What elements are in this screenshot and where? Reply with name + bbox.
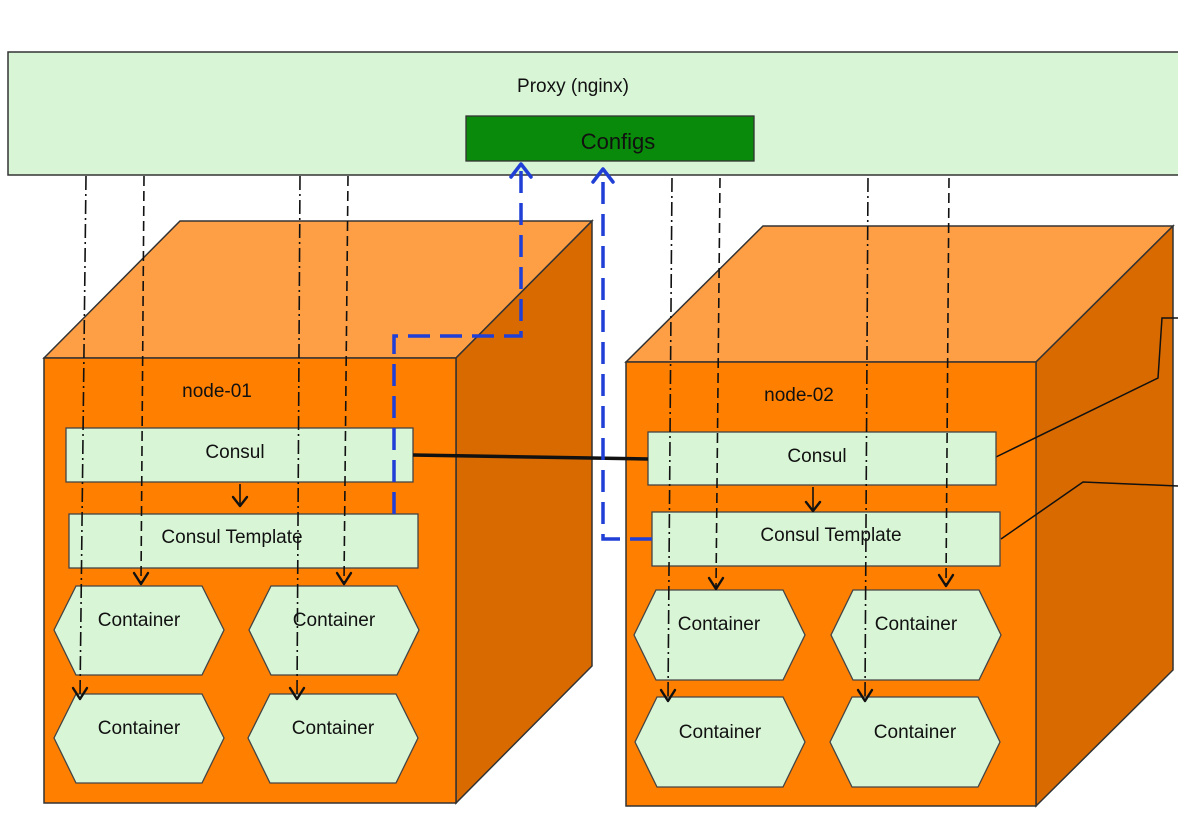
- node-01-container-2: Container: [248, 585, 420, 676]
- container-label: Container: [678, 614, 761, 635]
- config-update-flows: [392, 162, 652, 541]
- node-02-container-4: Container: [829, 696, 1001, 788]
- container-label: Container: [293, 610, 376, 631]
- node-02-container-1: Container: [633, 589, 806, 681]
- node-02-consul-label: Consul: [787, 446, 846, 467]
- peer-links: [995, 317, 1178, 540]
- node-01-container-1: Container: [53, 585, 225, 676]
- consul-cluster-link: [412, 453, 649, 461]
- node-01-consul: Consul: [65, 427, 414, 483]
- node-01-consul-template: Consul Template: [68, 513, 419, 569]
- container-label: Container: [292, 718, 375, 739]
- node-02-consul-template-label: Consul Template: [760, 525, 901, 546]
- node-01-container-4: Container: [247, 693, 419, 784]
- node-01-consul-template-label: Consul Template: [161, 527, 302, 548]
- consul-to-template-arrows: [231, 484, 822, 513]
- routing-lines: [71, 175, 955, 703]
- configs-label: Configs: [581, 129, 656, 154]
- configs-box: Configs: [465, 115, 755, 162]
- node-02-consul-template: Consul Template: [651, 511, 1001, 567]
- node-01-label: node-01: [182, 381, 252, 402]
- container-label: Container: [98, 610, 181, 631]
- node-01-container-3: Container: [53, 693, 225, 784]
- node-02-consul: Consul: [647, 431, 997, 486]
- node-02-container-2: Container: [830, 589, 1002, 681]
- node-02-label: node-02: [764, 385, 834, 406]
- container-label: Container: [875, 614, 958, 635]
- proxy-label: Proxy (nginx): [517, 76, 629, 97]
- container-label: Container: [98, 718, 181, 739]
- container-label: Container: [679, 722, 762, 743]
- node-01-consul-label: Consul: [205, 442, 264, 463]
- node-02-container-3: Container: [634, 696, 806, 788]
- container-label: Container: [874, 722, 957, 743]
